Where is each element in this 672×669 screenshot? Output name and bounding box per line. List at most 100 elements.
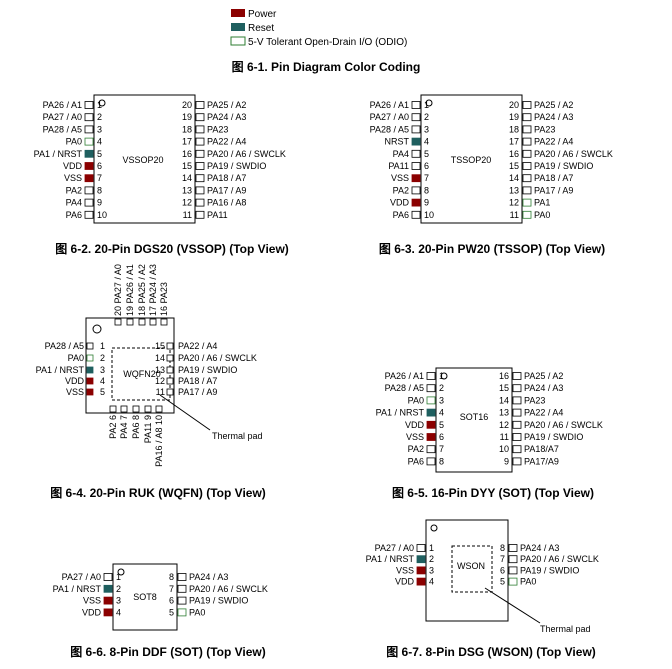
pin-pad-vssop-12 xyxy=(195,198,205,207)
pin-label-tssop-4: NRST xyxy=(385,137,410,147)
pin-number-sot8-8: 8 xyxy=(169,572,174,582)
pin-label-wson-5: PA0 xyxy=(520,577,536,587)
pin-label-sot16-7: PA2 xyxy=(408,444,424,454)
pin-number-tssop-19: 19 xyxy=(509,112,519,122)
thermal-pad-label-wqfn: Thermal pad xyxy=(212,431,263,441)
pin-number-tssop-20: 20 xyxy=(509,100,519,110)
pin-pad-wson-5 xyxy=(508,577,518,586)
pin-label-sot16-4: PA1 / NRST xyxy=(376,408,425,418)
pin-label-sot16-8: PA6 xyxy=(408,456,424,466)
pin-label-tssop-1: PA26 / A1 xyxy=(370,100,409,110)
pin-pad-vssop-4 xyxy=(84,137,94,146)
pin-pad-tssop-17 xyxy=(522,137,532,146)
pin-label-vssop-5: PA1 / NRST xyxy=(34,149,83,159)
pin-label-sot16-15: PA24 / A3 xyxy=(524,383,563,393)
pin-pad-sot8-6 xyxy=(177,596,187,605)
pin-label-tssop-15: PA19 / SWDIO xyxy=(534,161,593,171)
pin-pad-tssop-14 xyxy=(522,174,532,183)
pin-number-wson-5: 5 xyxy=(500,577,505,587)
pin-pad-vssop-20 xyxy=(195,101,205,109)
pin-pad-wqfn-20 xyxy=(114,318,122,326)
pin-pad-vssop-7 xyxy=(84,174,94,183)
pin-pad-vssop-9 xyxy=(84,198,94,207)
pin-pad-vssop-15 xyxy=(195,162,205,170)
pin-pad-wqfn-1 xyxy=(86,342,94,350)
pin-number-tssop-9: 9 xyxy=(424,198,429,208)
pin-label-tssop-2: PA27 / A0 xyxy=(370,112,409,122)
pin-number-wqfn-3: 3 xyxy=(100,365,105,375)
pin-pad-sot16-16 xyxy=(512,372,522,380)
pin-pad-vssop-13 xyxy=(195,186,205,195)
pin-label-sot16-3: PA0 xyxy=(408,395,424,405)
package-body-sot16 xyxy=(435,367,513,473)
pin-number-tssop-4: 4 xyxy=(424,137,429,147)
pin-number-tssop-8: 8 xyxy=(424,185,429,195)
pin-label-tssop-9: VDD xyxy=(390,198,410,208)
pin-label-tssop-18: PA23 xyxy=(534,124,555,134)
legend-reset-label: Reset xyxy=(248,23,274,34)
pin-label-tssop-12: PA1 xyxy=(534,198,550,208)
pin-pad-tssop-10 xyxy=(411,210,421,219)
pin-pad-vssop-14 xyxy=(195,174,205,183)
pin-number-wqfn-11: 11 xyxy=(156,387,165,397)
pin-label-vssop-10: PA6 xyxy=(66,210,82,220)
pin-label-vssop-17: PA22 / A4 xyxy=(207,137,246,147)
pin-number-wqfn-1: 1 xyxy=(100,341,105,351)
pin-number-tssop-18: 18 xyxy=(509,124,519,134)
pin-pad-sot8-8 xyxy=(177,573,187,581)
package-name-wson: WSON xyxy=(457,561,485,571)
legend-odio-swatch xyxy=(230,36,246,46)
pin-number-sot16-8: 8 xyxy=(439,456,444,466)
caption-fig4: 图 6-4. 20-Pin RUK (WQFN) (Top View) xyxy=(50,486,266,500)
pin-label-sot16-2: PA28 / A5 xyxy=(385,383,424,393)
package-name-tssop: TSSOP20 xyxy=(451,155,492,165)
pin-pad-wqfn-9 xyxy=(144,405,152,413)
pin-label-wson-8: PA24 / A3 xyxy=(520,543,559,553)
pin-number-vssop-8: 8 xyxy=(97,185,102,195)
pin1-marker-tssop xyxy=(425,99,433,107)
pin-number-wson-8: 8 xyxy=(500,543,505,553)
pin-pad-vssop-16 xyxy=(195,149,205,158)
pin-pad-sot16-5 xyxy=(426,420,436,429)
pin-label-wson-7: PA20 / A6 / SWCLK xyxy=(520,554,599,564)
pin-pad-vssop-2 xyxy=(84,113,94,122)
pin-number-vssop-11: 11 xyxy=(183,210,192,220)
pin-pad-vssop-11 xyxy=(195,210,205,219)
caption-fig2: 图 6-2. 20-Pin DGS20 (VSSOP) (Top View) xyxy=(55,242,289,256)
pin-pad-sot16-15 xyxy=(512,384,522,393)
pin-number-vssop-10: 10 xyxy=(97,210,107,220)
pin-number-tssop-12: 12 xyxy=(509,198,519,208)
pin-number-sot8-3: 3 xyxy=(116,596,121,606)
caption-fig7: 图 6-7. 8-Pin DSG (WSON) (Top View) xyxy=(386,645,596,659)
package-body-vssop xyxy=(93,94,196,224)
pin-number-tssop-13: 13 xyxy=(509,185,519,195)
pin-pad-wqfn-13 xyxy=(166,366,174,374)
pin-number-sot8-7: 7 xyxy=(169,584,174,594)
pin-number-vssop-13: 13 xyxy=(182,185,192,195)
package-name-wqfn: WQFN20 xyxy=(123,369,161,379)
pin-number-tssop-6: 6 xyxy=(424,161,429,171)
pin-label-wqfn-8: PA6 8 xyxy=(131,415,141,439)
pin-label-tssop-5: PA4 xyxy=(393,149,409,159)
pin-number-tssop-2: 2 xyxy=(424,112,429,122)
pin-label-vssop-14: PA18 / A7 xyxy=(207,173,246,183)
pin-label-vssop-13: PA17 / A9 xyxy=(207,185,246,195)
pin-pad-vssop-1 xyxy=(84,101,94,109)
pin-number-sot16-13: 13 xyxy=(499,408,509,418)
pin-number-vssop-6: 6 xyxy=(97,161,102,171)
pin-pad-sot16-8 xyxy=(426,457,436,466)
package-name-sot16: SOT16 xyxy=(460,412,489,422)
pin-number-sot8-2: 2 xyxy=(116,584,121,594)
legend-power-label: Power xyxy=(248,9,277,20)
pin-label-wqfn-3: PA1 / NRST xyxy=(36,365,85,375)
pin-number-wson-6: 6 xyxy=(500,565,505,575)
pin-label-wson-1: PA27 / A0 xyxy=(375,543,414,553)
pin-pad-tssop-3 xyxy=(411,125,421,134)
pin-pad-wqfn-3 xyxy=(86,366,94,374)
pin1-marker-wson xyxy=(430,524,438,532)
pin-pad-tssop-8 xyxy=(411,186,421,195)
pin-label-sot16-13: PA22 / A4 xyxy=(524,408,563,418)
pin-label-wqfn-10: PA16 / A8 10 xyxy=(154,415,164,467)
pin-label-vssop-2: PA27 / A0 xyxy=(43,112,82,122)
